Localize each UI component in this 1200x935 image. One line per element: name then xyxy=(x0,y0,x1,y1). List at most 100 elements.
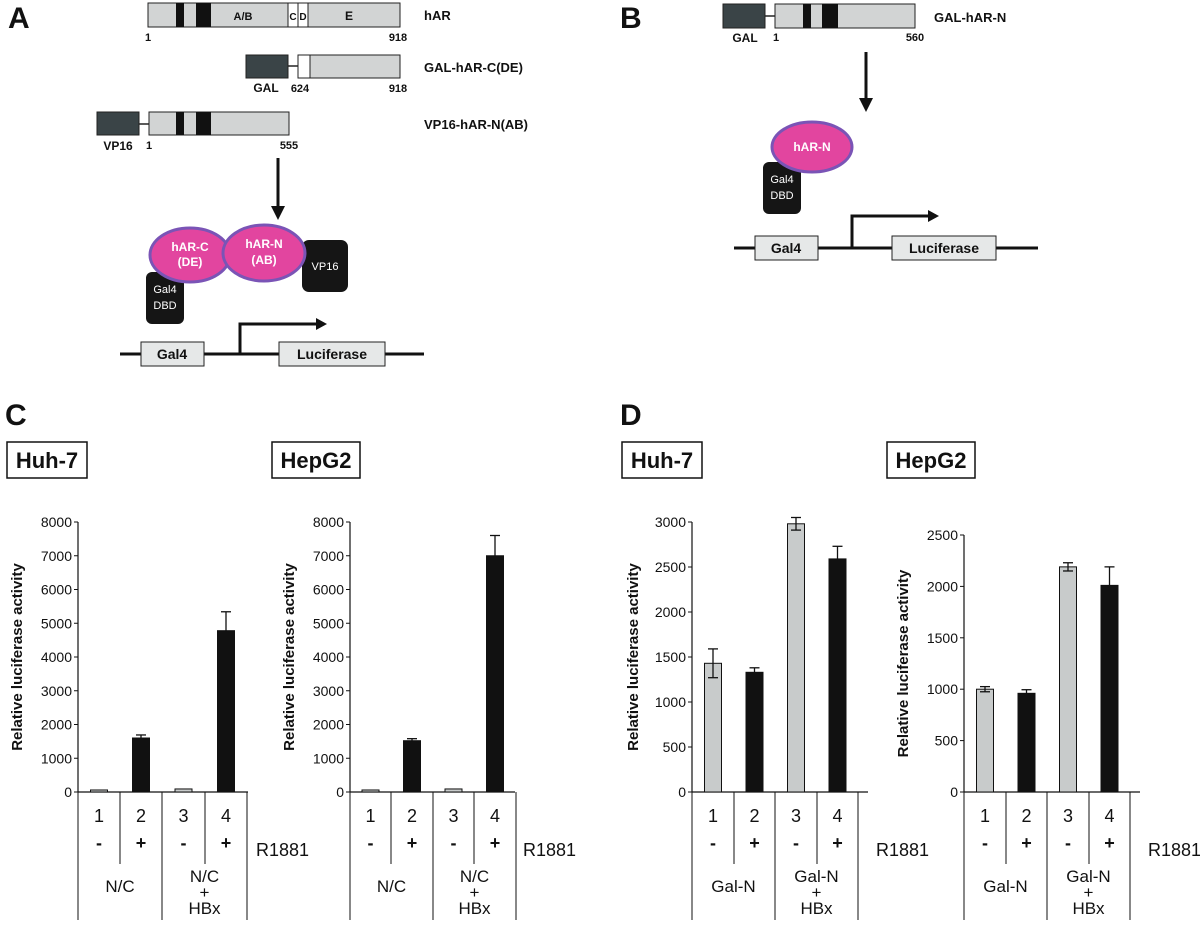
bar xyxy=(403,740,421,793)
panel-b: B GAL-hAR-N GAL 1 560 Gal4 DBD hAR-N Gal… xyxy=(620,2,1038,261)
y-axis-title: Relative luciferase activity xyxy=(281,563,298,751)
vp16-hAR-n-construct: VP16-hAR-N(AB) VP16 1 555 xyxy=(96,111,528,153)
hAR-start: 1 xyxy=(145,32,151,44)
y-tick-label: 6000 xyxy=(313,582,344,598)
group-label: Gal-N xyxy=(983,877,1027,896)
vp16-domain xyxy=(96,111,140,136)
group-label: Gal-N xyxy=(794,867,838,886)
y-tick-label: 7000 xyxy=(313,548,344,564)
bar xyxy=(217,630,235,793)
hAR-n-segment xyxy=(774,3,916,29)
r1881-mark: - xyxy=(96,833,102,853)
y-tick-label: 1000 xyxy=(655,694,686,710)
vp16-box-label: VP16 xyxy=(312,261,339,273)
r1881-mark: + xyxy=(1021,833,1032,853)
y-tick-label: 5000 xyxy=(313,615,344,631)
bar xyxy=(90,789,108,793)
group-label-plus: + xyxy=(1084,883,1094,902)
hAR-e-label: E xyxy=(345,9,353,23)
bar xyxy=(361,789,380,793)
y-tick-label: 2000 xyxy=(655,604,686,620)
gal-label: GAL xyxy=(253,81,278,95)
panel-c-label: C xyxy=(5,399,27,432)
y-tick-label: 8000 xyxy=(313,514,344,530)
chart-title-box xyxy=(271,441,361,479)
bar xyxy=(444,788,463,793)
lane-number: 3 xyxy=(791,806,801,826)
y-tick-label: 4000 xyxy=(313,649,344,665)
vp16-label: VP16 xyxy=(103,139,133,153)
r1881-mark: - xyxy=(451,833,457,853)
y-tick-label: 1000 xyxy=(927,681,958,697)
hAR-ab-label: A/B xyxy=(234,11,253,23)
gal-hAR-c-construct: GAL-hAR-C(DE) GAL 624 918 xyxy=(245,54,523,95)
promoter-arrow xyxy=(238,322,318,354)
group-label: N/C xyxy=(190,867,219,886)
lane-number: 2 xyxy=(1021,806,1031,826)
hAR-band-2 xyxy=(196,3,211,27)
y-tick-label: 500 xyxy=(935,733,959,749)
r1881-mark: + xyxy=(1104,833,1115,853)
vp16-box xyxy=(302,240,348,292)
hAR-n-ellipse-line1: hAR-N xyxy=(245,237,282,251)
lane-number: 3 xyxy=(448,806,458,826)
y-tick-label: 4000 xyxy=(41,649,72,665)
chart-title-box xyxy=(6,441,88,479)
promoter-arrow xyxy=(850,214,930,248)
panel-b-label: B xyxy=(620,2,642,35)
hAR-n-ellipse-line2: (AB) xyxy=(251,253,276,267)
lane-number: 2 xyxy=(407,806,417,826)
r1881-label: R1881 xyxy=(523,840,576,860)
bar xyxy=(704,662,722,793)
r1881-mark: - xyxy=(181,833,187,853)
luciferase-box xyxy=(891,235,997,261)
gal-n-end: 560 xyxy=(906,32,924,44)
panel-a: A A/B C D E hAR 1 918 GAL-hAR-C(DE) GAL … xyxy=(8,2,528,367)
group-label: Gal-N xyxy=(1066,867,1110,886)
hAR-c-label: C xyxy=(289,12,296,23)
y-tick-label: 1500 xyxy=(655,649,686,665)
chart-title: Huh-7 xyxy=(16,448,78,473)
lane-number: 1 xyxy=(708,806,718,826)
group-label: N/C xyxy=(377,877,406,896)
band-1 xyxy=(176,112,184,135)
y-tick-label: 1000 xyxy=(41,750,72,766)
y-axis-title: Relative luciferase activity xyxy=(9,563,26,751)
bar xyxy=(1059,566,1077,793)
r1881-mark: + xyxy=(749,833,760,853)
gal4-box-label: Gal4 xyxy=(771,240,802,256)
lane-number: 1 xyxy=(980,806,990,826)
lane-number: 3 xyxy=(178,806,188,826)
bar xyxy=(745,671,764,793)
gal4-box xyxy=(754,235,819,261)
lane-number: 1 xyxy=(365,806,375,826)
bar xyxy=(486,555,504,793)
luciferase-box-label: Luciferase xyxy=(909,240,979,256)
group-label-plus: + xyxy=(812,883,822,902)
lane-number: 3 xyxy=(1063,806,1073,826)
bar xyxy=(787,523,805,793)
y-tick-label: 0 xyxy=(336,784,344,800)
chart-title-box xyxy=(621,441,703,479)
gal-c-end: 918 xyxy=(389,83,407,95)
two-hybrid-model: Gal4 DBD VP16 hAR-C (DE) hAR-N (AB) Gal4… xyxy=(120,223,424,367)
r1881-mark: - xyxy=(710,833,716,853)
lane-number: 4 xyxy=(1104,806,1114,826)
r1881-mark: + xyxy=(221,833,232,853)
hAR-n-ellipse xyxy=(221,223,307,283)
group-label-hbx: HBx xyxy=(800,899,833,918)
bar xyxy=(976,688,994,793)
hAR-n-ellipse-label: hAR-N xyxy=(793,140,830,154)
hAR-d-label: D xyxy=(299,12,306,23)
y-tick-label: 1000 xyxy=(313,750,344,766)
gal4-dbd-line2: DBD xyxy=(770,190,793,202)
promoter-arrow-head xyxy=(928,210,939,222)
gal4-dbd-line1: Gal4 xyxy=(153,284,176,296)
gal-hAR-c-name: GAL-hAR-C(DE) xyxy=(424,60,523,75)
gal4-box xyxy=(140,341,205,367)
arrow-head xyxy=(859,98,873,112)
r1881-label: R1881 xyxy=(256,840,309,860)
y-tick-label: 2000 xyxy=(313,717,344,733)
bar xyxy=(1017,692,1036,793)
